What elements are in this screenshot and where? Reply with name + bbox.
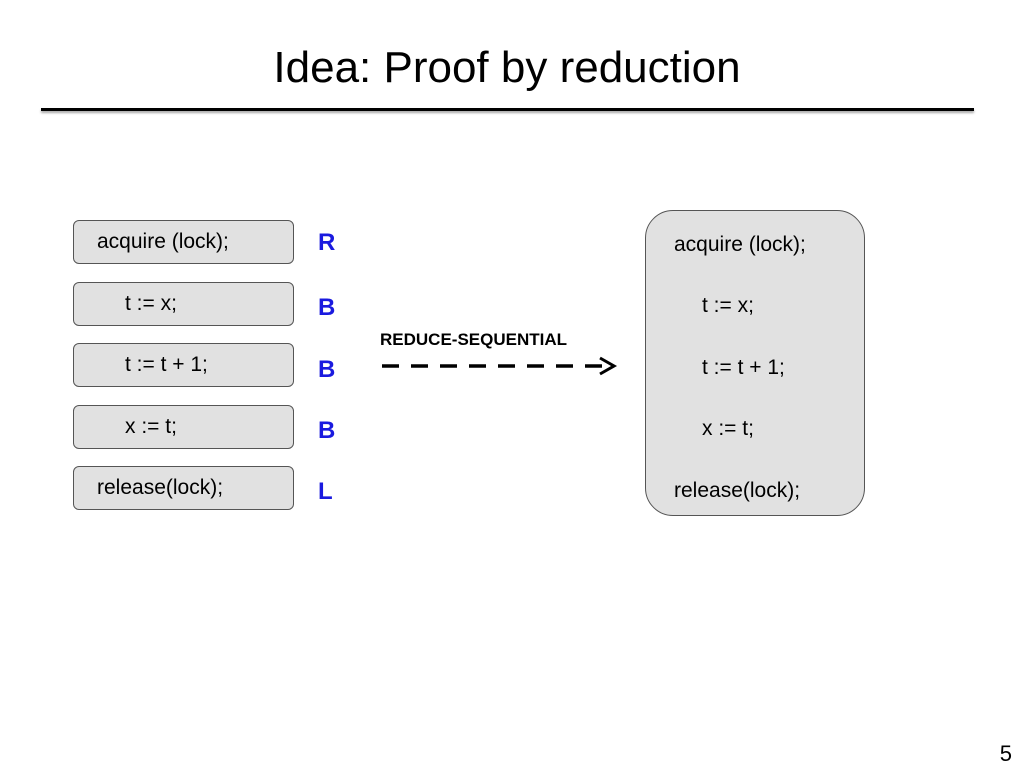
reduced-line: x := t; — [702, 417, 754, 440]
mover-label-right: R — [318, 229, 336, 256]
statement-text: release(lock); — [97, 476, 224, 499]
statement-box-release: release(lock); — [73, 466, 294, 510]
reduced-line: t := t + 1; — [702, 356, 785, 379]
mover-label-both: B — [318, 356, 336, 383]
reduced-line: t := x; — [702, 294, 754, 317]
mover-label-both: B — [318, 294, 336, 321]
title-divider — [41, 108, 974, 111]
statement-text: x := t; — [125, 415, 177, 438]
statement-box-write: x := t; — [73, 405, 294, 449]
mover-label-left: L — [318, 478, 333, 505]
slide-title: Idea: Proof by reduction — [273, 43, 741, 92]
reduced-atomic-block — [645, 210, 865, 516]
statement-box-increment: t := t + 1; — [73, 343, 294, 387]
statement-text: acquire (lock); — [97, 230, 229, 253]
page-number: 5 — [999, 741, 1012, 766]
reduced-line: acquire (lock); — [674, 233, 806, 256]
statement-text: t := t + 1; — [125, 353, 208, 376]
reduce-sequential-label: REDUCE-SEQUENTIAL — [380, 330, 568, 349]
mover-label-both: B — [318, 417, 336, 444]
reduced-line: release(lock); — [674, 479, 801, 502]
dashed-arrow-icon — [382, 356, 618, 376]
statement-box-acquire: acquire (lock); — [73, 220, 294, 264]
statement-text: t := x; — [125, 292, 177, 315]
statement-box-read: t := x; — [73, 282, 294, 326]
